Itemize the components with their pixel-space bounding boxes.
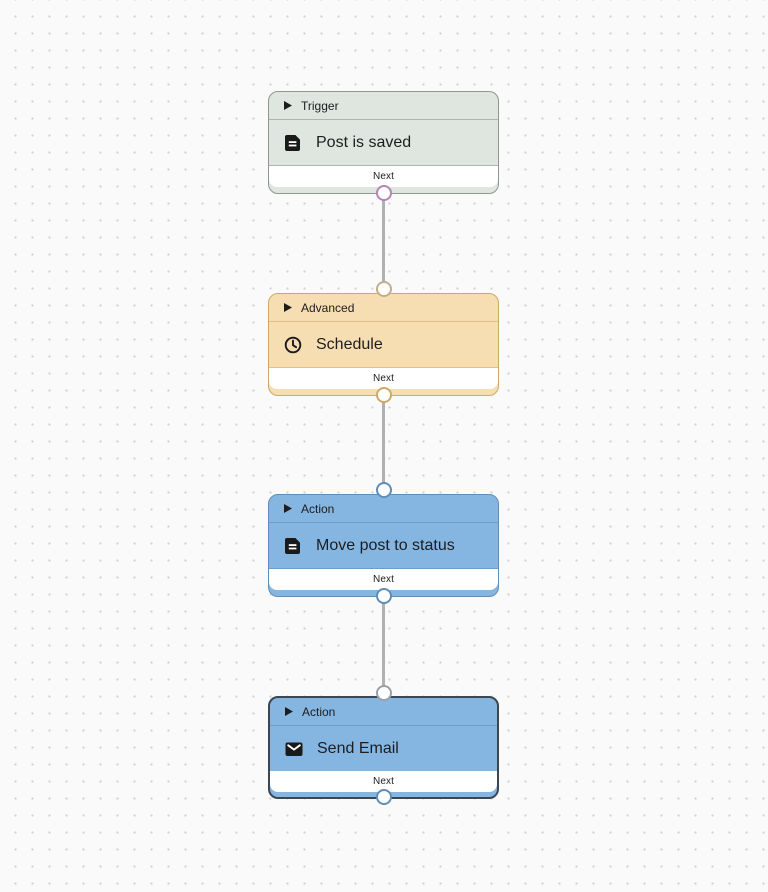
collapse-icon[interactable] <box>284 504 292 513</box>
node-title: Post is saved <box>316 133 412 151</box>
input-handle[interactable] <box>375 482 392 498</box>
node-category-label: Advanced <box>301 300 355 315</box>
edge-trigger-to-advanced[interactable] <box>382 194 385 293</box>
node-action-send-email[interactable]: Action Send Email Next <box>268 685 499 805</box>
node-header[interactable]: Action <box>269 495 498 523</box>
next-output-row: Next <box>269 368 498 389</box>
node-title: Move post to status <box>316 536 455 554</box>
output-handle[interactable] <box>375 789 392 805</box>
node-trigger-post-is-saved[interactable]: Trigger Post is saved Next <box>268 91 499 201</box>
node-category-label: Trigger <box>301 98 339 113</box>
node-header[interactable]: Advanced <box>269 294 498 322</box>
next-output-row: Next <box>269 569 498 590</box>
envelope-icon <box>284 739 304 759</box>
clock-icon <box>283 335 303 355</box>
node-action-move-post-to-status[interactable]: Action Move post to status Next <box>268 482 499 604</box>
node-category-label: Action <box>301 501 335 516</box>
node-title: Schedule <box>316 335 383 353</box>
edge-action-to-action[interactable] <box>382 597 385 696</box>
node-body: Send Email <box>270 726 497 772</box>
node-body: Schedule <box>269 322 498 368</box>
next-label: Next <box>373 373 394 384</box>
next-output-row: Next <box>270 771 497 792</box>
collapse-icon[interactable] <box>285 707 293 716</box>
node-category-label: Action <box>302 704 336 719</box>
output-handle[interactable] <box>375 387 392 403</box>
next-label: Next <box>373 171 394 182</box>
collapse-icon[interactable] <box>284 101 292 110</box>
edge-advanced-to-action[interactable] <box>382 396 385 494</box>
node-header[interactable]: Trigger <box>269 92 498 120</box>
output-handle[interactable] <box>375 185 392 201</box>
collapse-icon[interactable] <box>284 303 292 312</box>
node-advanced-schedule[interactable]: Advanced Schedule Next <box>268 281 499 403</box>
document-icon <box>283 536 303 556</box>
output-handle[interactable] <box>375 588 392 604</box>
node-header[interactable]: Action <box>270 698 497 726</box>
node-body: Post is saved <box>269 120 498 166</box>
node-body: Move post to status <box>269 523 498 569</box>
next-output-row: Next <box>269 166 498 187</box>
next-label: Next <box>373 574 394 585</box>
node-title: Send Email <box>317 739 399 757</box>
input-handle[interactable] <box>375 685 392 701</box>
document-icon <box>283 133 303 153</box>
input-handle[interactable] <box>375 281 392 297</box>
next-label: Next <box>373 776 394 787</box>
